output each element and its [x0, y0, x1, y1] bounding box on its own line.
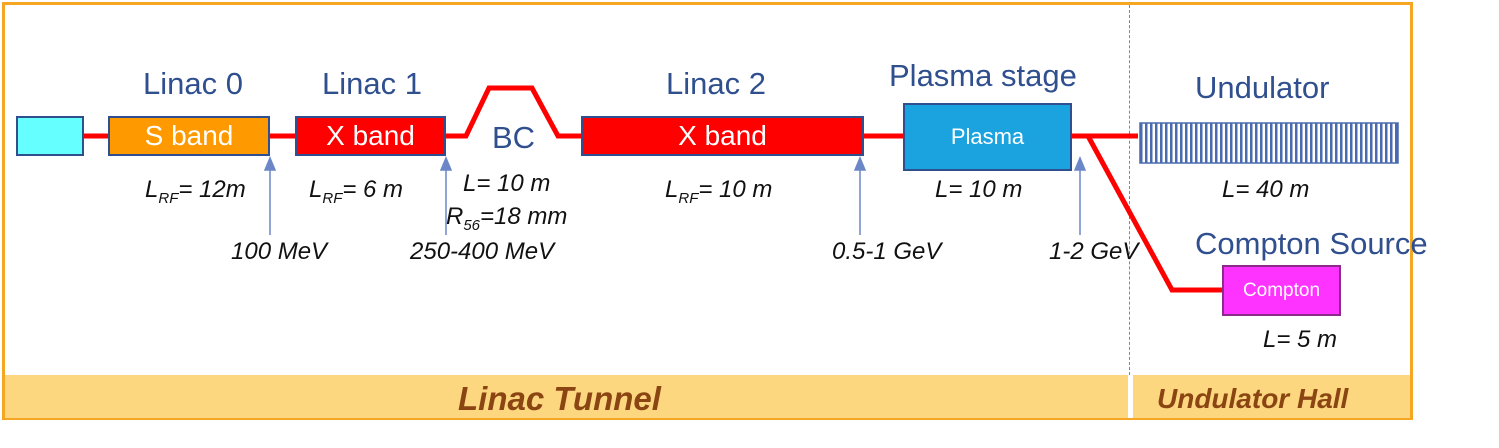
- undulator-length: L= 40 m: [1222, 176, 1310, 203]
- energy-100mev: 100 MeV: [231, 238, 328, 265]
- bc-label: BC: [492, 120, 536, 155]
- energy-1-2gev: 1-2 GeV: [1049, 238, 1139, 265]
- linac1-x-band-box: X band: [295, 116, 446, 156]
- linac2-length: LRF= 10 m: [665, 176, 773, 207]
- compton-box-label: Compton: [1242, 279, 1321, 301]
- undulator-hall-label: Undulator Hall: [1157, 383, 1349, 414]
- zone-bar: [5, 375, 1410, 418]
- energy-0-5-1gev: 0.5-1 GeV: [832, 238, 942, 265]
- tunnel-hall-boundary: [1129, 5, 1130, 375]
- energy-250-400mev: 250-400 MeV: [410, 238, 555, 265]
- s-band-label: S band: [144, 120, 234, 151]
- arrow-up-icon: [1073, 156, 1087, 171]
- linac2-label: Linac 2: [666, 66, 766, 101]
- arrow-up-icon: [263, 156, 277, 171]
- linac1-length: LRF= 6 m: [309, 176, 404, 207]
- arrow-up-icon: [439, 156, 453, 171]
- arrow-up-icon: [853, 156, 867, 171]
- compton-length: L= 5 m: [1263, 326, 1338, 353]
- electron-gun: [16, 116, 84, 156]
- zone-divider: [1128, 375, 1133, 418]
- linac-tunnel-label: Linac Tunnel: [458, 380, 661, 417]
- compton-branch-line: [1085, 134, 1222, 293]
- compton-source-label: Compton Source: [1195, 226, 1428, 261]
- plasma-stage-label: Plasma stage: [889, 58, 1077, 93]
- plasma-box: Plasma: [903, 103, 1072, 171]
- linac1-x-band-label: X band: [326, 120, 415, 151]
- plasma-box-label: Plasma: [950, 124, 1025, 149]
- linac2-x-band-label: X band: [678, 120, 767, 151]
- linac1-label: Linac 1: [322, 66, 422, 101]
- linac2-x-band-box: X band: [581, 116, 864, 156]
- bc-r56: R56=18 mm: [446, 203, 568, 234]
- undulator-magnet: [1139, 122, 1399, 164]
- linac0-length: LRF= 12m: [145, 176, 246, 207]
- linac0-label: Linac 0: [143, 66, 243, 101]
- compton-box: Compton: [1222, 265, 1341, 316]
- bunch-compressor-chicane: [446, 85, 581, 139]
- plasma-length: L= 10 m: [935, 176, 1023, 203]
- diagram-frame: [2, 2, 1413, 420]
- s-band-box: S band: [108, 116, 270, 156]
- bc-length: L= 10 m: [463, 170, 551, 197]
- undulator-label: Undulator: [1195, 70, 1330, 105]
